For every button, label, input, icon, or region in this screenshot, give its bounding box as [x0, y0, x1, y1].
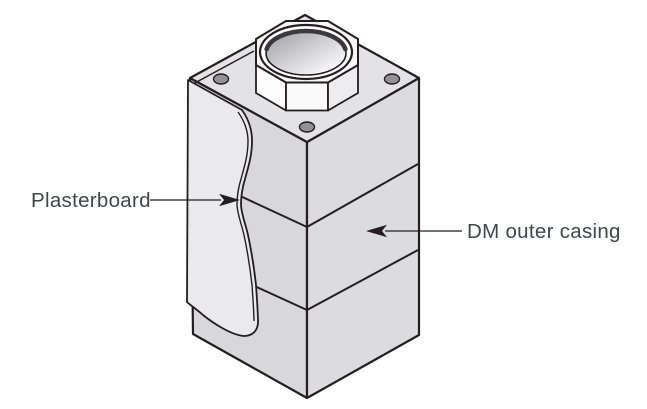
- casing-joint-left-upper: [237, 194, 308, 228]
- casing-joint-right-lower: [306, 249, 419, 311]
- plasterboard-face: [186, 79, 259, 337]
- plasterboard-label: Plasterboard: [31, 189, 151, 212]
- plasterboard-arrow: [150, 193, 240, 207]
- bolt-hole-right: [383, 73, 401, 85]
- dm-outer-casing-label: DM outer casing: [467, 220, 621, 243]
- top-plate-rear-edge-line: [192, 50, 255, 85]
- plasterboard-thickness-line: [236, 111, 255, 322]
- plasterboard-arrowhead: [219, 193, 240, 207]
- bolt-hole-front: [298, 121, 316, 133]
- collar-face-front: [285, 81, 329, 112]
- plasterboard-sheet: [186, 79, 259, 337]
- casing-joint-left-lower: [249, 283, 308, 311]
- bolt-hole-left: [212, 73, 230, 85]
- flue-pipe-opening: [258, 23, 354, 81]
- dm-outer-casing-arrow: [366, 224, 462, 238]
- pipe-inner-shadow: [264, 28, 348, 52]
- casing-joint-right-upper: [306, 163, 419, 228]
- dm-arrowhead: [366, 224, 387, 238]
